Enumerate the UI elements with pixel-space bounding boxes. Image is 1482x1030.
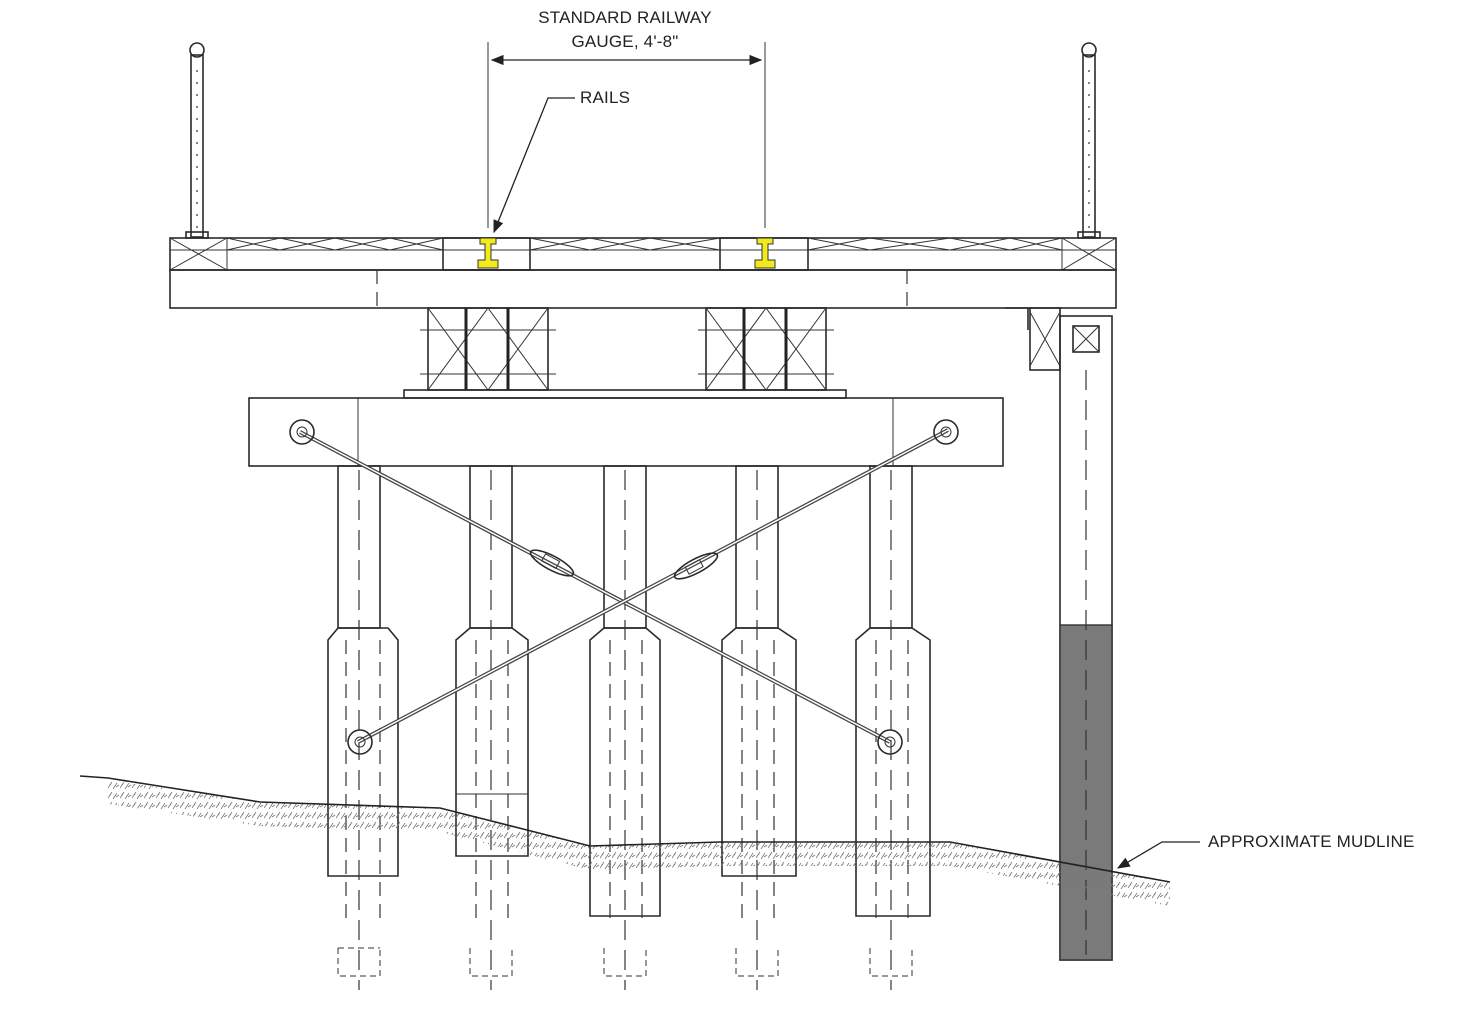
brace-bolt-top-right: [933, 419, 959, 445]
rails-label: RAILS: [580, 88, 631, 107]
mudline-leader: [1116, 841, 1200, 869]
stringer: [169, 269, 1117, 309]
pile-cap: [248, 397, 1004, 467]
sway-brace-rod-1: [299, 430, 891, 744]
side-bracket: [1005, 307, 1061, 371]
brace-bolt-top-left: [289, 419, 315, 445]
mudline-label: APPROXIMATE MUDLINE: [1208, 832, 1415, 851]
turnbuckle-right: [673, 552, 719, 580]
bracing-block-right: [698, 307, 834, 391]
gauge-label-line2: GAUGE, 4'-8": [571, 32, 679, 51]
rails-leader: [493, 97, 575, 234]
sway-brace-rod-2: [357, 428, 949, 744]
rail-left: [477, 237, 499, 269]
sill-plate: [403, 389, 847, 399]
brace-bolt-bottom-left: [347, 729, 373, 755]
handrail-post-left: [185, 42, 209, 239]
turnbuckle-left: [529, 549, 575, 577]
bracing-block-left: [420, 307, 556, 391]
pile-2: [455, 465, 529, 990]
deck-ties: [169, 237, 1117, 271]
sheet-pile: [1059, 315, 1113, 961]
gauge-dimension: [487, 42, 766, 228]
gauge-label: STANDARD RAILWAY GAUGE, 4'-8": [470, 6, 780, 54]
rail-right: [754, 237, 776, 269]
handrail-post-right: [1077, 42, 1101, 239]
brace-bolt-bottom-right: [877, 729, 903, 755]
pile-3: [589, 465, 661, 990]
ground-line: [79, 775, 1171, 906]
pile-4: [721, 465, 797, 990]
gauge-label-line1: STANDARD RAILWAY: [538, 8, 712, 27]
